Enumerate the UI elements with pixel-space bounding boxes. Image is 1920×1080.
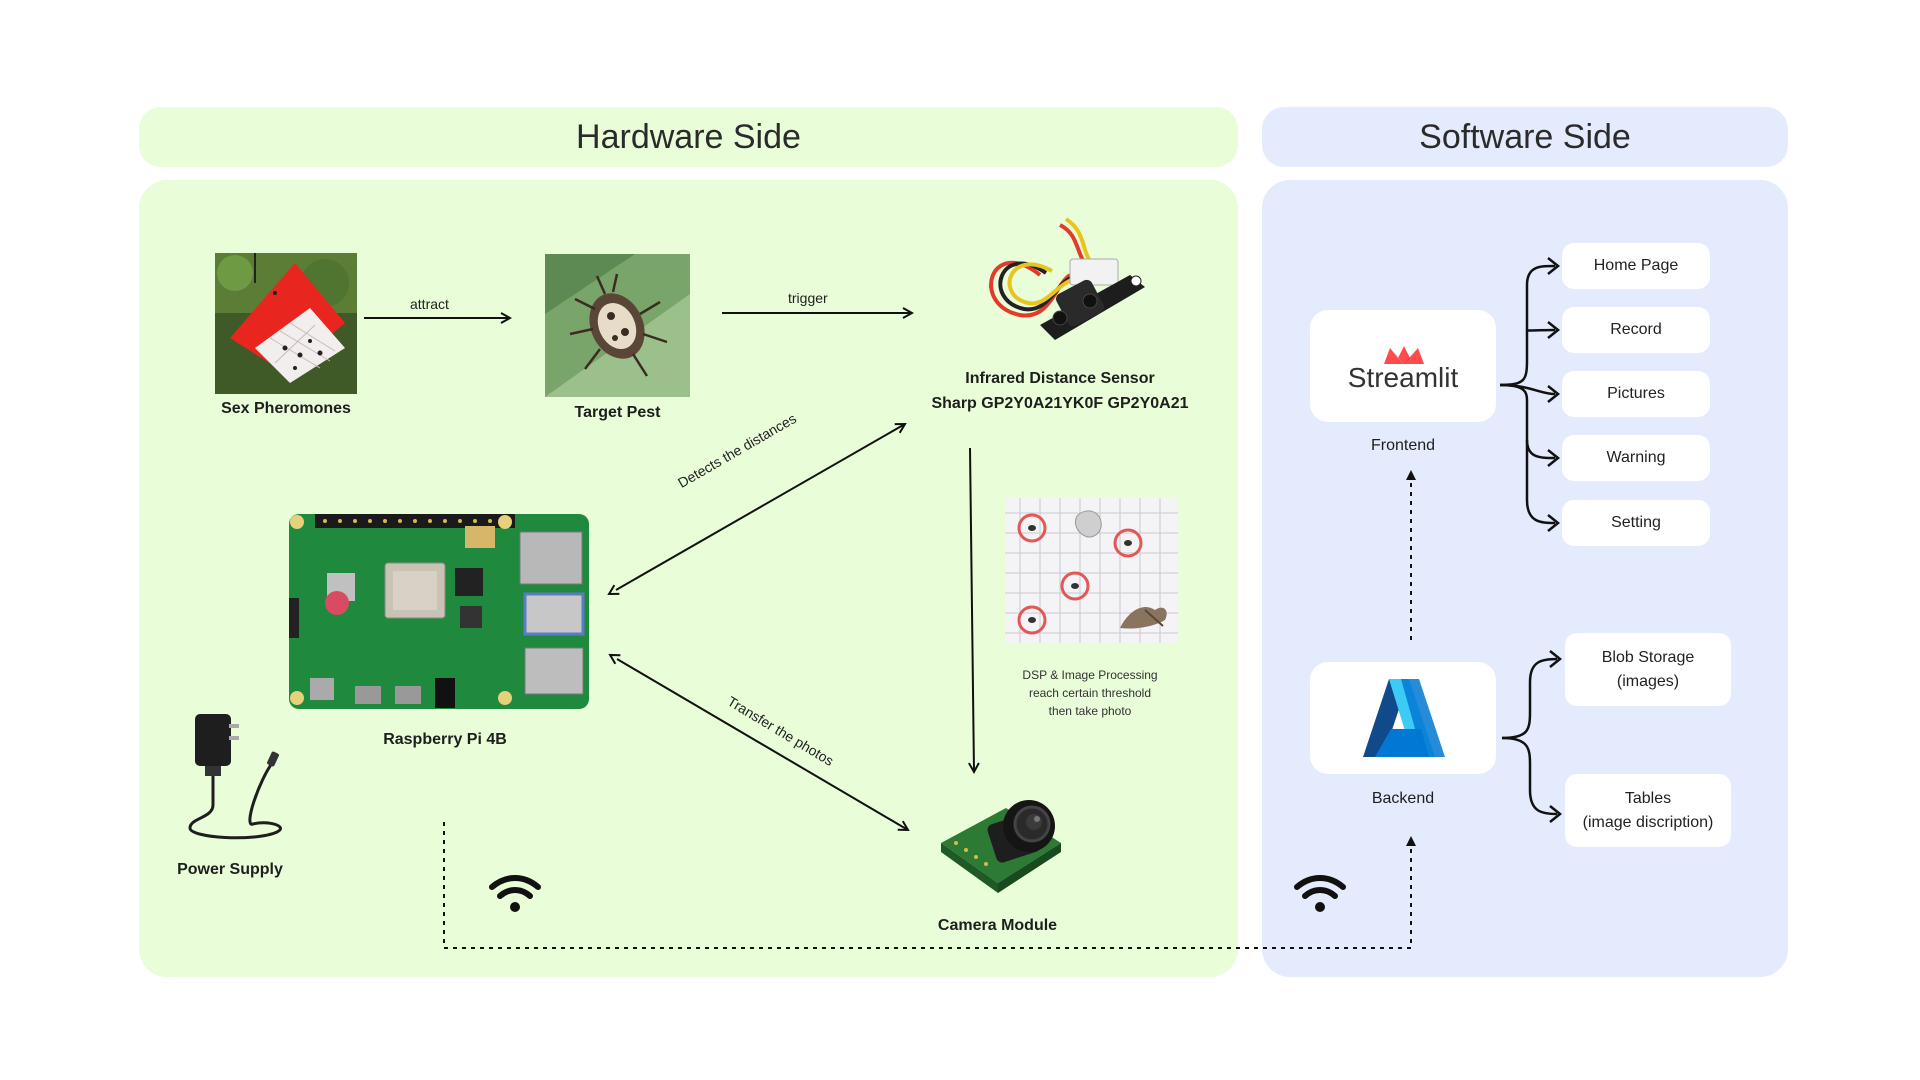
- blob-storage-label: Blob Storage: [1601, 648, 1695, 666]
- frontend-card: [1310, 310, 1496, 422]
- blob-storage-box: Blob Storage (images): [1565, 633, 1731, 706]
- streamlit-crown-icon: [1384, 346, 1424, 364]
- sensor-label-line1: Infrared Distance Sensor: [965, 370, 1155, 387]
- tables-box: Tables (image discription): [1565, 774, 1731, 847]
- sensor-label-line2: Sharp GP2Y0A21YK0F GP2Y0A21: [931, 395, 1189, 412]
- processing-note-line1: DSP & Image Processing: [1022, 668, 1158, 682]
- wifi-icon: [1294, 875, 1346, 912]
- wifi-icon: [489, 875, 541, 912]
- hardware-side-title: Hardware Side: [576, 117, 801, 156]
- page-warning-label: Warning: [1606, 449, 1666, 466]
- ir-sensor-icon: [989, 217, 1145, 340]
- azure-logo-icon: [1363, 679, 1445, 757]
- sticky-trap-icon: [215, 253, 357, 394]
- processing-note-line3: then take photo: [1048, 704, 1132, 718]
- page-record-label: Record: [1610, 321, 1662, 338]
- software-side-title: Software Side: [1419, 117, 1631, 156]
- raspberry-label: Raspberry Pi 4B: [383, 731, 507, 748]
- detection-grid-icon: [1005, 498, 1178, 643]
- detects-arrow: [616, 424, 905, 590]
- sensor-to-camera-arrow: [970, 447, 974, 772]
- page-home-label: Home Page: [1593, 257, 1679, 274]
- wireless-link: [443, 822, 1412, 949]
- streamlit-logo-text: Streamlit: [1347, 362, 1459, 393]
- tables-label: Tables: [1624, 789, 1672, 807]
- backend-branches: [1501, 650, 1563, 823]
- beetle-icon: [545, 254, 690, 397]
- page-setting-label: Setting: [1611, 514, 1661, 531]
- page-pictures: Pictures: [1562, 371, 1710, 417]
- page-home: Home Page: [1562, 243, 1710, 289]
- raspberry-pi-board-icon: [289, 514, 589, 709]
- page-record: Record: [1562, 307, 1710, 353]
- processing-note-line2: reach certain threshold: [1028, 686, 1152, 700]
- pest-label: Target Pest: [574, 404, 661, 421]
- frontend-branch-heads: [1547, 257, 1561, 532]
- frontend-label: Frontend: [1370, 437, 1436, 454]
- page-warning: Warning: [1562, 435, 1710, 481]
- power-adapter-icon: [188, 714, 282, 840]
- attract-label: attract: [410, 296, 449, 312]
- transfer-arrow: [617, 659, 908, 830]
- page-pictures-label: Pictures: [1607, 385, 1665, 402]
- pheromones-label: Sex Pheromones: [221, 400, 351, 417]
- frontend-branches: [1499, 264, 1556, 525]
- camera-module-icon: [941, 800, 1061, 893]
- hardware-side-header: Hardware Side: [139, 107, 1238, 167]
- trigger-label: trigger: [788, 290, 828, 306]
- power-label: Power Supply: [177, 861, 283, 878]
- page-setting: Setting: [1562, 500, 1710, 546]
- software-side-header: Software Side: [1262, 107, 1788, 167]
- camera-label: Camera Module: [937, 917, 1058, 934]
- blob-storage-sublabel: (images): [1616, 672, 1680, 690]
- backend-label: Backend: [1371, 790, 1435, 807]
- tables-sublabel: (image discription): [1582, 813, 1714, 831]
